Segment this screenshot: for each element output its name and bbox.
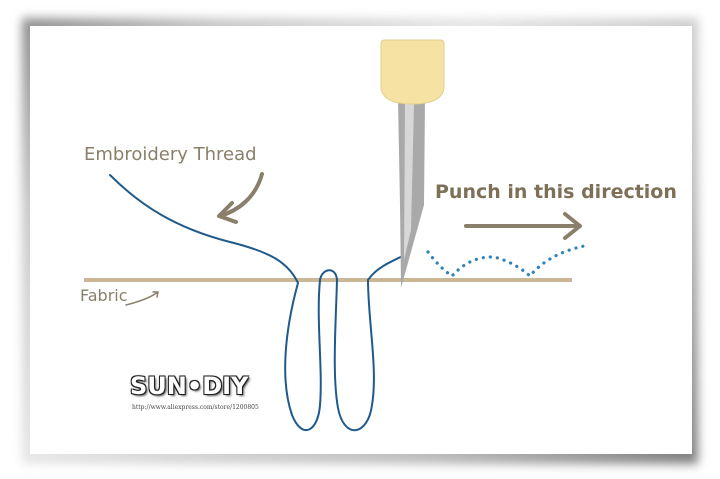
thread-loop-2	[333, 279, 375, 432]
brand-logo: SUN•DIY	[130, 372, 249, 400]
thread-top-arc	[319, 269, 338, 281]
needle-blade-highlight	[404, 104, 414, 260]
stitch-dots	[426, 244, 586, 279]
fabric-pointer-arrow-icon	[125, 291, 159, 306]
diagram-card	[30, 26, 692, 454]
embroidery-thread-label: Embroidery Thread	[84, 144, 257, 165]
embroidery-thread	[109, 174, 406, 432]
thread-tail	[109, 174, 299, 284]
thread-pointer-arrow-icon	[217, 172, 264, 224]
direction-arrow-icon	[464, 212, 582, 240]
thread-to-needle	[367, 254, 406, 281]
store-url: http://www.aliexpress.com/store/1200805	[132, 404, 259, 411]
thread-loop-1	[284, 279, 322, 431]
needle-handle	[380, 39, 445, 105]
fabric-label: Fabric	[80, 286, 128, 305]
punch-direction-label: Punch in this direction	[435, 181, 677, 203]
punch-needle	[380, 39, 445, 288]
stitch-arc-1	[426, 244, 586, 279]
